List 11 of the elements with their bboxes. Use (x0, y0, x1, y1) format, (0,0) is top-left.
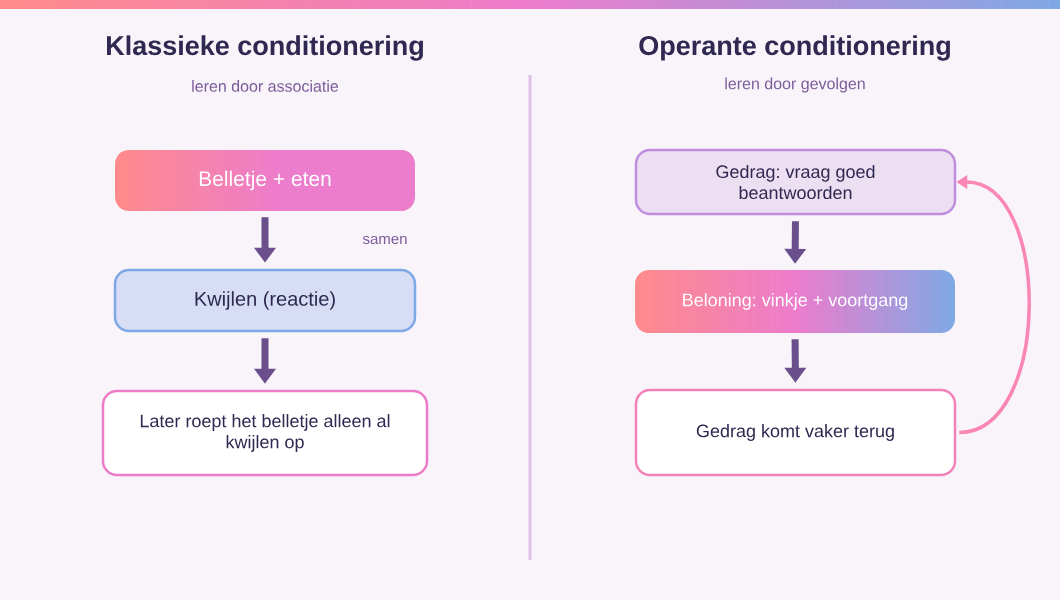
column-heading: Klassieke conditionering (107, 35, 423, 61)
process-box: Kwijlen (reactie) (113, 268, 417, 333)
note-label: samen (362, 235, 407, 245)
node-label: Belletje + eten (199, 170, 331, 191)
subtitle: leren door associatie (192, 80, 339, 92)
column-heading: Operante conditionering (639, 35, 950, 61)
process-box: Gedrag: vraag goed beantwoorden (634, 148, 957, 216)
process-box: Gedrag komt vaker terug (634, 388, 957, 477)
process-box: Belletje + eten (115, 150, 415, 211)
subtitle: leren door gevolgen (725, 77, 865, 93)
process-box: Later roept het belletje alleen al kwijlen op (101, 389, 429, 477)
